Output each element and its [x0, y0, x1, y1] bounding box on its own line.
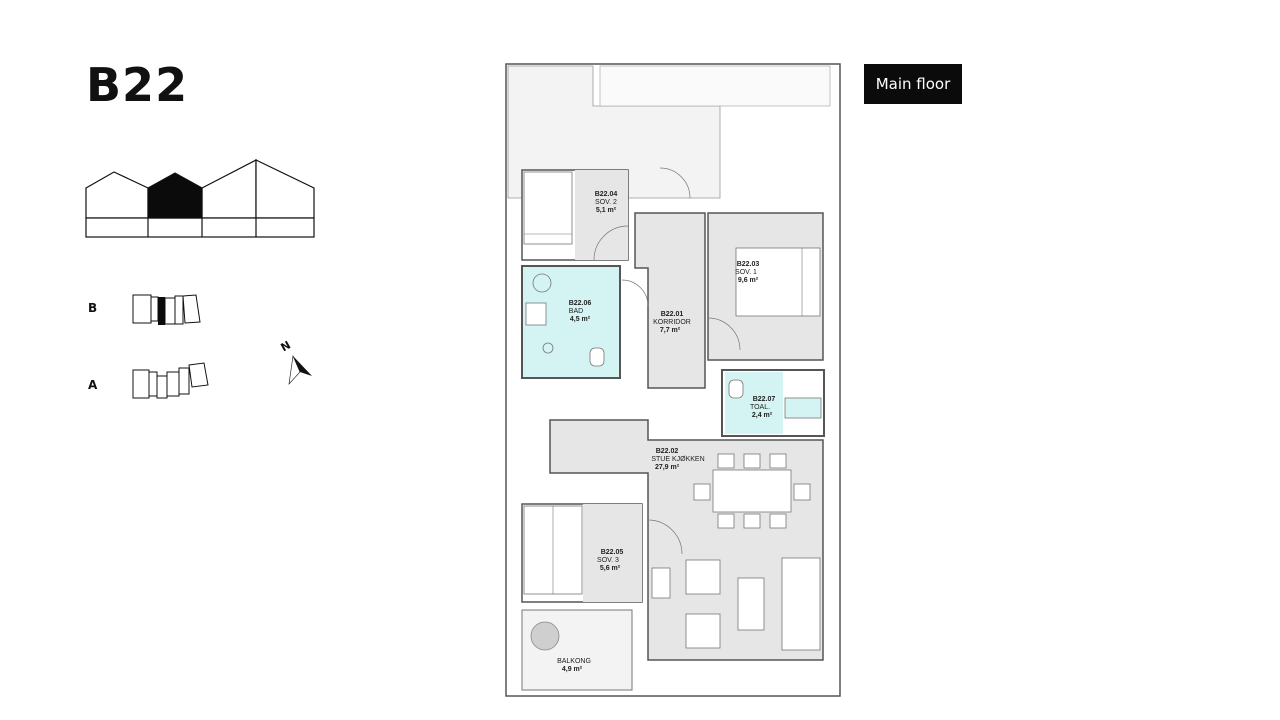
svg-text:KORRIDOR: KORRIDOR: [653, 319, 691, 326]
building-section-diagram: [85, 159, 315, 238]
floor-plan: B22.04 SOV. 2 5,1 m² B22.06 BAD 4,5 m² B…: [505, 63, 841, 697]
svg-text:4,5 m²: 4,5 m²: [570, 316, 591, 323]
balcony: [521, 609, 633, 691]
bed-sov2: [523, 171, 573, 245]
svg-text:B22.05: B22.05: [601, 549, 624, 556]
svg-text:9,6 m²: 9,6 m²: [738, 277, 759, 284]
sofa: [781, 557, 821, 651]
label-sov3: B22.05 SOV. 3 5,6 m²: [597, 549, 623, 572]
svg-text:STUE KJØKKEN: STUE KJØKKEN: [651, 456, 704, 463]
outer-wall: [505, 63, 841, 697]
svg-text:5,6 m²: 5,6 m²: [600, 565, 621, 572]
coffee-table: [737, 577, 765, 631]
bed-sov1: [735, 247, 821, 317]
building-a-keyplan[interactable]: [130, 360, 212, 402]
sink-bad: [525, 302, 547, 326]
svg-text:7,7 m²: 7,7 m²: [660, 327, 681, 334]
compass: N: [279, 338, 312, 385]
svg-text:B22.02: B22.02: [656, 448, 679, 455]
dining-chairs: [693, 453, 811, 529]
entrance-canopy: [599, 65, 831, 107]
section-house-1: [85, 171, 149, 219]
label-bad: B22.06 BAD 4,5 m²: [569, 300, 592, 323]
room-korridor: [634, 212, 706, 389]
building-a-label: A: [88, 378, 98, 392]
svg-text:BALKONG: BALKONG: [557, 658, 591, 665]
label-stue-kjokken: B22.02 STUE KJØKKEN 27,9 m²: [651, 448, 704, 471]
drain-bad: [542, 342, 554, 354]
svg-text:SOV. 3: SOV. 3: [597, 557, 619, 564]
building-b-keyplan[interactable]: [130, 292, 210, 328]
unit-title: B22: [86, 58, 189, 112]
armchair-2: [685, 613, 721, 649]
label-sov2: B22.04 SOV. 2 5,1 m²: [595, 191, 618, 214]
plant-icon: [530, 621, 560, 651]
floor-badge[interactable]: Main floor: [864, 64, 962, 104]
toilet-toal: [728, 379, 744, 399]
label-balcony: BALKONG 4,9 m²: [557, 658, 591, 673]
section-base: [85, 217, 315, 238]
svg-text:B22.06: B22.06: [569, 300, 592, 307]
section-house-4: [255, 159, 315, 219]
armchair-1: [685, 559, 721, 595]
building-b-label: B: [88, 301, 98, 315]
building-b-selected-unit: [158, 297, 165, 325]
svg-text:2,4 m²: 2,4 m²: [752, 412, 773, 419]
label-sov1: B22.03 SOV. 1 9,6 m²: [735, 261, 759, 284]
label-toal: B22.07 TOAL. 2,4 m²: [750, 396, 775, 419]
section-house-3: [201, 159, 257, 219]
svg-text:27,9 m²: 27,9 m²: [655, 464, 680, 471]
svg-text:5,1 m²: 5,1 m²: [596, 207, 617, 214]
toilet-bad: [589, 347, 605, 367]
svg-text:BAD: BAD: [569, 308, 583, 315]
washer-icon: [532, 273, 552, 293]
svg-text:4,9 m²: 4,9 m²: [562, 666, 583, 673]
svg-text:B22.01: B22.01: [661, 311, 684, 318]
svg-text:B22.03: B22.03: [737, 261, 760, 268]
dining-table: [712, 469, 792, 513]
label-korridor: B22.01 KORRIDOR 7,7 m²: [653, 311, 691, 334]
sink-toal: [784, 397, 822, 419]
section-house-selected: [147, 172, 203, 219]
svg-text:B22.07: B22.07: [753, 396, 776, 403]
svg-text:TOAL.: TOAL.: [750, 404, 770, 411]
svg-text:SOV. 1: SOV. 1: [735, 269, 757, 276]
svg-text:B22.04: B22.04: [595, 191, 618, 198]
compass-north-label: N: [279, 338, 293, 354]
svg-text:SOV. 2: SOV. 2: [595, 199, 617, 206]
stairs: [651, 567, 671, 599]
